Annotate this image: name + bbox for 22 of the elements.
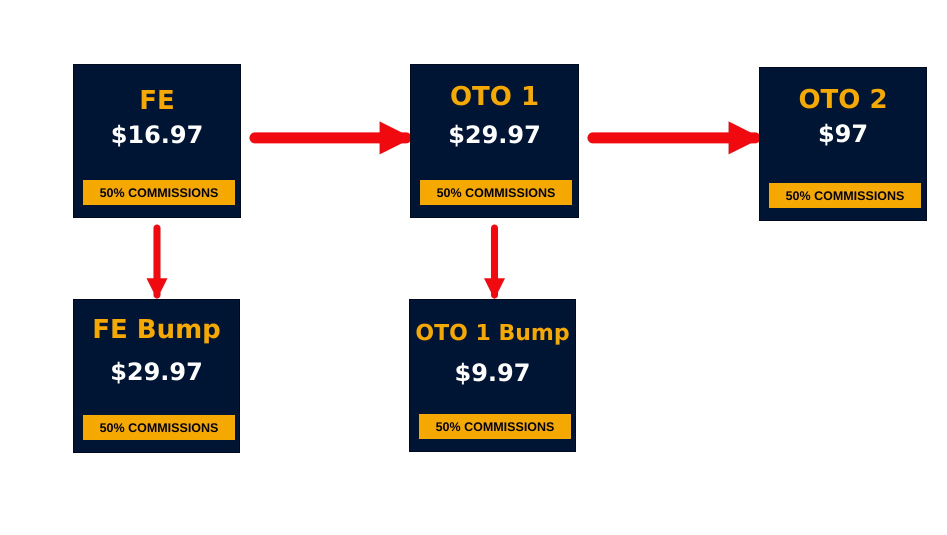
offer-card <box>759 67 927 221</box>
price: $29.97 <box>110 358 203 385</box>
offer-title: OTO 2 <box>798 86 888 115</box>
offer-card <box>410 64 579 218</box>
arrow <box>484 224 505 300</box>
arrow <box>146 224 168 300</box>
price: $29.97 <box>448 122 541 148</box>
price: $9.97 <box>454 360 530 387</box>
commission-badge: 50% COMMISSIONS <box>83 180 235 205</box>
offer-title: OTO 1 Bump <box>415 322 570 346</box>
offer-card <box>73 299 240 453</box>
commission-badge: 50% COMMISSIONS <box>83 415 235 440</box>
offer-title: FE Bump <box>92 316 221 345</box>
offer-title: FE <box>139 87 175 116</box>
offer-card <box>73 64 241 218</box>
price: $16.97 <box>110 122 204 148</box>
offer-card <box>409 299 576 452</box>
price: $97 <box>818 120 868 147</box>
commission-badge: 50% COMMISSIONS <box>420 180 572 205</box>
commission-badge: 50% COMMISSIONS <box>419 414 571 439</box>
offer-title: OTO 1 <box>450 83 540 112</box>
commission-badge: 50% COMMISSIONS <box>769 183 921 208</box>
